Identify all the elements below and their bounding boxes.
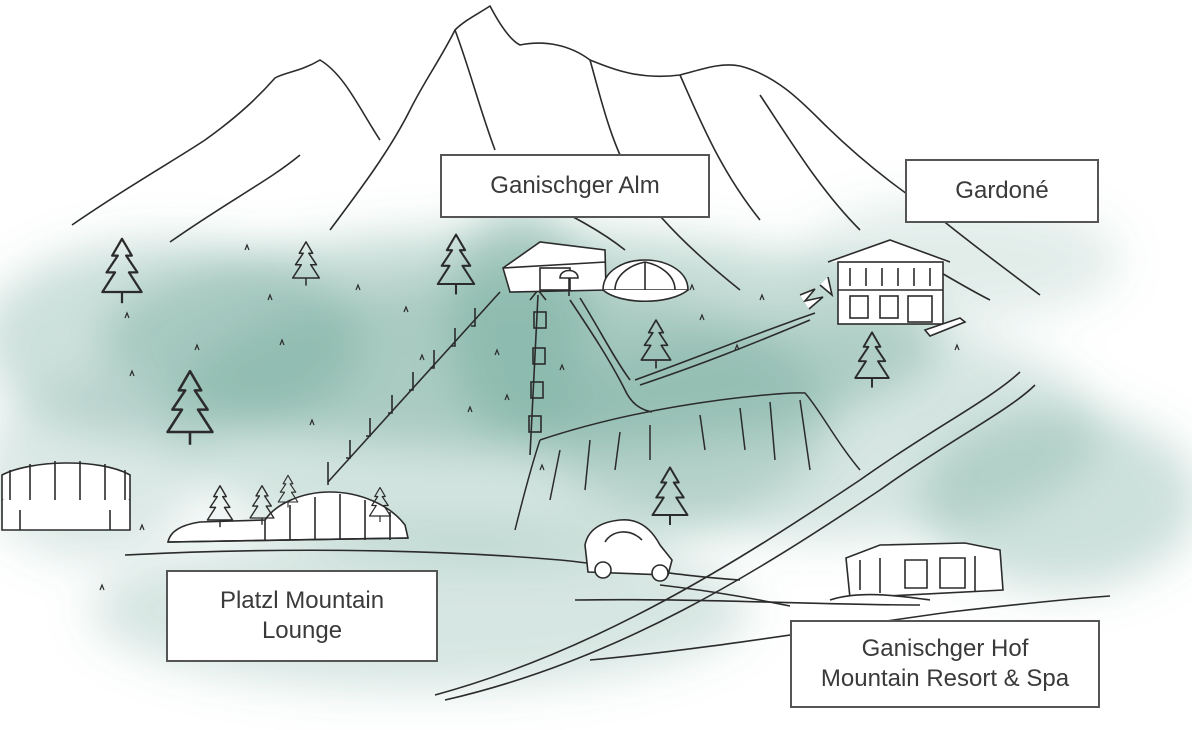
location-name-line-2: Mountain Resort & Spa	[820, 665, 1070, 692]
platzl-lounge	[167, 491, 410, 543]
location-name: Gardoné	[955, 177, 1049, 204]
location-label-platzl-mountain-lounge[interactable]: Platzl Mountain Lounge	[166, 570, 438, 662]
rock-outcrop	[514, 392, 861, 531]
location-label-ganischger-alm[interactable]: Ganischger Alm	[440, 154, 710, 218]
mountain-range	[71, 5, 1041, 301]
ski-lift-left	[327, 291, 501, 485]
grass-tufts	[99, 243, 960, 591]
location-name-line-1: Platzl Mountain	[219, 587, 385, 614]
gardone-chalet	[799, 239, 967, 337]
vintage-car	[584, 519, 673, 582]
round-building	[1, 461, 131, 531]
location-name-line-1: Ganischger Hof	[861, 635, 1029, 662]
ganischger-alm-hut	[502, 241, 689, 303]
location-label-gardone[interactable]: Gardoné	[905, 159, 1099, 223]
location-name-line-2: Lounge	[261, 617, 343, 644]
location-name: Ganischger Alm	[490, 172, 660, 199]
ganischger-hof-building	[829, 542, 1004, 601]
location-label-ganischger-hof[interactable]: Ganischger Hof Mountain Resort & Spa	[790, 620, 1100, 708]
ski-lift-gondola	[528, 288, 547, 456]
